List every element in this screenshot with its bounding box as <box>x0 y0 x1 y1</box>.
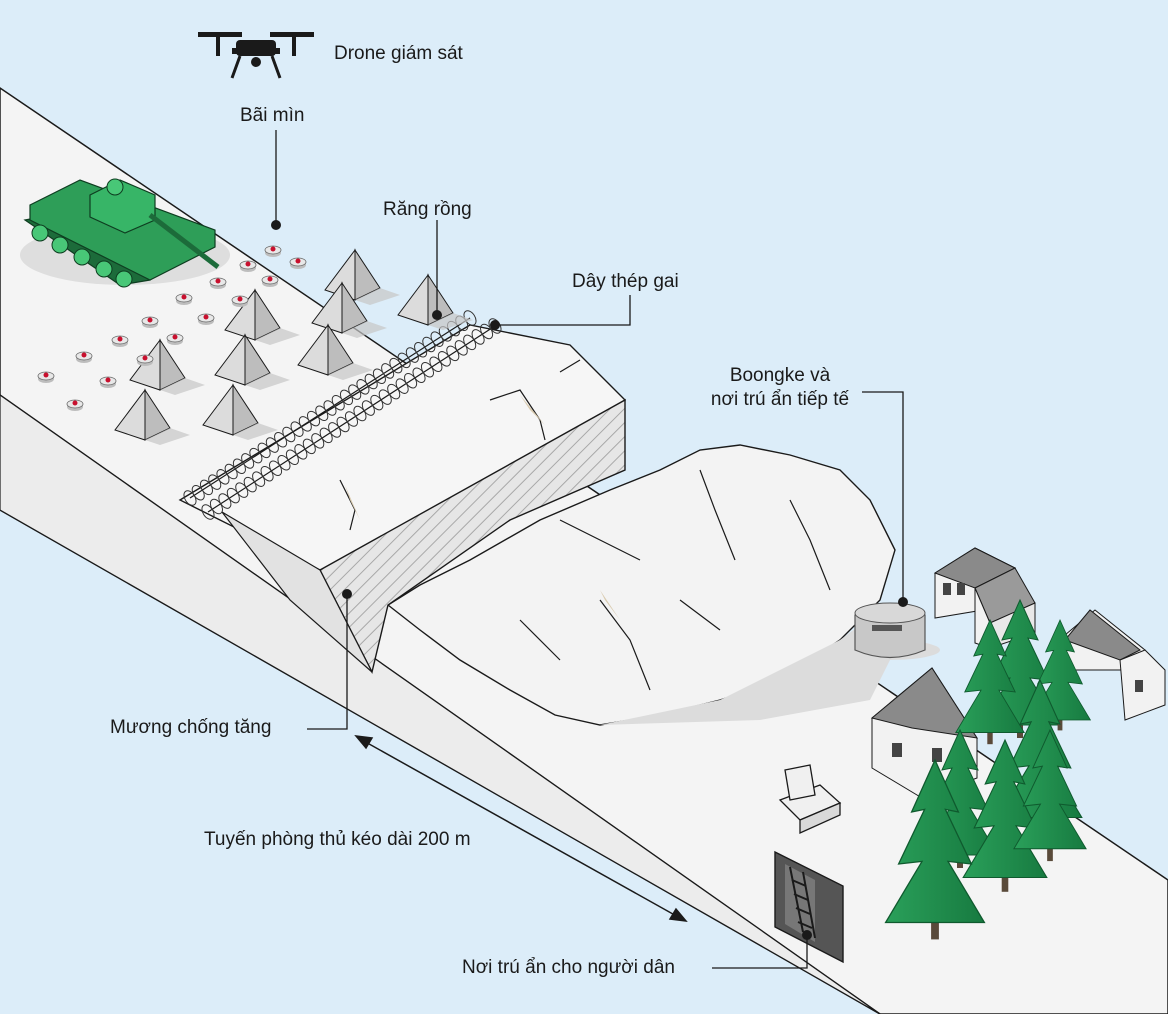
mine <box>75 351 93 363</box>
dragon-tooth <box>397 273 473 330</box>
mine <box>209 277 227 289</box>
mine <box>141 316 159 328</box>
label-drone: Drone giám sát <box>334 43 463 64</box>
mine <box>136 354 154 366</box>
mine <box>175 293 193 305</box>
drone-icon <box>198 32 314 79</box>
minefield-group <box>37 245 307 411</box>
tank-wheels <box>31 224 133 288</box>
tank-gun <box>148 213 220 269</box>
dragon-tooth <box>224 288 300 345</box>
tank-hatch <box>106 178 124 196</box>
barbed-wire-coils <box>189 317 496 513</box>
house-1 <box>933 547 1036 649</box>
mine <box>99 376 117 388</box>
leader-lines <box>275 130 904 969</box>
label-bunker: Boongke và nơi trú ẩn tiếp tế <box>690 364 870 412</box>
mine <box>264 245 282 257</box>
label-minefield: Bãi mìn <box>240 105 305 126</box>
label-defense-length: Tuyến phòng thủ kéo dài 200 m <box>204 829 471 850</box>
mine <box>261 275 279 287</box>
dragon-tooth <box>311 281 387 338</box>
mine <box>231 295 249 307</box>
rubble-pile-near <box>386 444 896 726</box>
label-anti-tank-ditch: Mương chống tăng <box>110 717 272 738</box>
tree <box>1013 728 1087 862</box>
label-bunker-line1: Boongke và <box>729 365 831 386</box>
civilian-shelter-entrance <box>774 850 844 964</box>
ground-side-face <box>0 394 881 1014</box>
supply-hatch <box>778 764 842 835</box>
label-civilian-shelter: Nơi trú ẩn cho người dân <box>462 957 675 978</box>
tree-group <box>884 598 1092 940</box>
dragon-tooth <box>324 248 400 305</box>
mine <box>239 260 257 272</box>
mine <box>66 399 84 411</box>
length-arrow <box>354 735 688 922</box>
dragon-tooth <box>114 388 190 445</box>
label-bunker-line2: nơi trú ẩn tiếp tế <box>710 389 850 410</box>
dragon-tooth <box>214 333 290 390</box>
mine <box>289 257 307 269</box>
mine <box>197 313 215 325</box>
mine <box>111 335 129 347</box>
mine <box>166 333 184 345</box>
mine <box>37 371 55 383</box>
rubble-shadow <box>600 610 900 725</box>
tank <box>20 178 230 288</box>
leader-dots <box>271 220 908 940</box>
tree <box>955 618 1025 745</box>
anti-tank-ditch-slope <box>221 511 373 673</box>
barbed-wire-rings <box>183 310 502 520</box>
house-2 <box>1064 609 1166 721</box>
label-dragon-teeth: Răng rồng <box>383 199 472 220</box>
dragon-teeth-group <box>114 248 473 445</box>
dragon-tooth <box>202 383 278 440</box>
label-barbed-wire: Dây thép gai <box>572 271 679 292</box>
bunker <box>840 602 940 660</box>
dragon-tooth <box>297 323 373 380</box>
tree <box>884 758 986 940</box>
